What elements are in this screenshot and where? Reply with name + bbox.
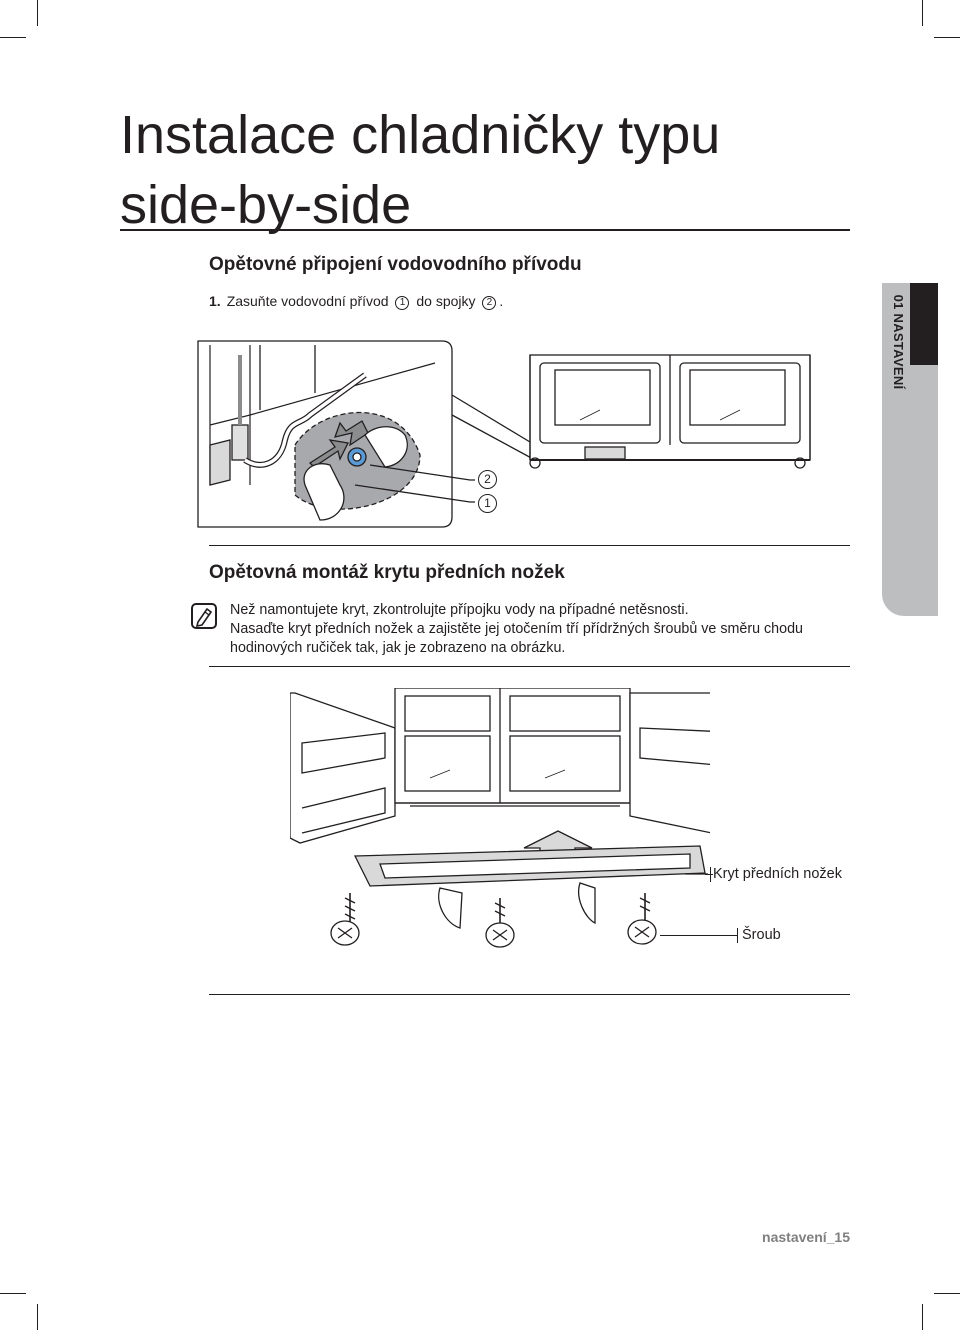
callout-marker-2: 2 xyxy=(478,470,497,489)
crop-mark xyxy=(0,37,26,38)
title-rule xyxy=(120,229,850,231)
step-text-end: . xyxy=(499,293,504,309)
marker-1: 1 xyxy=(395,296,410,310)
title-line-1: Instalace chladničky typu xyxy=(120,105,721,165)
step-number: 1. xyxy=(209,293,221,309)
section-heading-water-supply: Opětovné připojení vodovodního přívodu xyxy=(209,254,582,275)
section-divider xyxy=(209,545,850,546)
crop-mark xyxy=(0,1293,26,1294)
step-text-a: Zasuňte vodovodní přívod xyxy=(226,293,389,309)
crop-mark xyxy=(934,1293,960,1294)
sidebar-tab-marker xyxy=(910,283,938,365)
title-line-2: side-by-side xyxy=(120,175,412,235)
callout-marker-1: 1 xyxy=(478,494,497,513)
page-title: Instalace chladničky typu side-by-side xyxy=(120,100,850,240)
crop-mark xyxy=(37,1304,38,1330)
page-number: nastavení_15 xyxy=(762,1229,850,1245)
crop-mark xyxy=(922,0,923,26)
step-1: 1. Zasuňte vodovodní přívod 1 do spojky 2… xyxy=(209,293,503,310)
note-line-2: Nasaďte kryt předních nožek a zajistěte … xyxy=(230,621,803,656)
leader-line xyxy=(705,874,713,875)
water-supply-illustration xyxy=(197,340,811,528)
crop-mark xyxy=(934,37,960,38)
note-icon xyxy=(191,603,217,629)
section-divider xyxy=(209,994,850,995)
label-cover: Kryt předních nožek xyxy=(713,866,842,882)
section-heading-leg-cover: Opětovná montáž krytu předních nožek xyxy=(209,562,565,583)
leader-tick xyxy=(710,867,711,882)
note-block: Než namontujete kryt, zkontrolujte přípo… xyxy=(230,601,850,658)
leg-cover-illustration xyxy=(290,688,710,948)
step-text-b: do spojky xyxy=(416,293,476,309)
crop-mark xyxy=(37,0,38,26)
note-line-1: Než namontujete kryt, zkontrolujte přípo… xyxy=(230,602,689,618)
crop-mark xyxy=(922,1304,923,1330)
label-screw: Šroub xyxy=(742,927,781,943)
section-divider xyxy=(209,666,850,667)
leader-line xyxy=(660,935,738,936)
marker-2: 2 xyxy=(482,296,497,310)
sidebar-label: 01 NASTAVENÍ xyxy=(891,294,906,390)
leader-tick xyxy=(737,928,738,943)
